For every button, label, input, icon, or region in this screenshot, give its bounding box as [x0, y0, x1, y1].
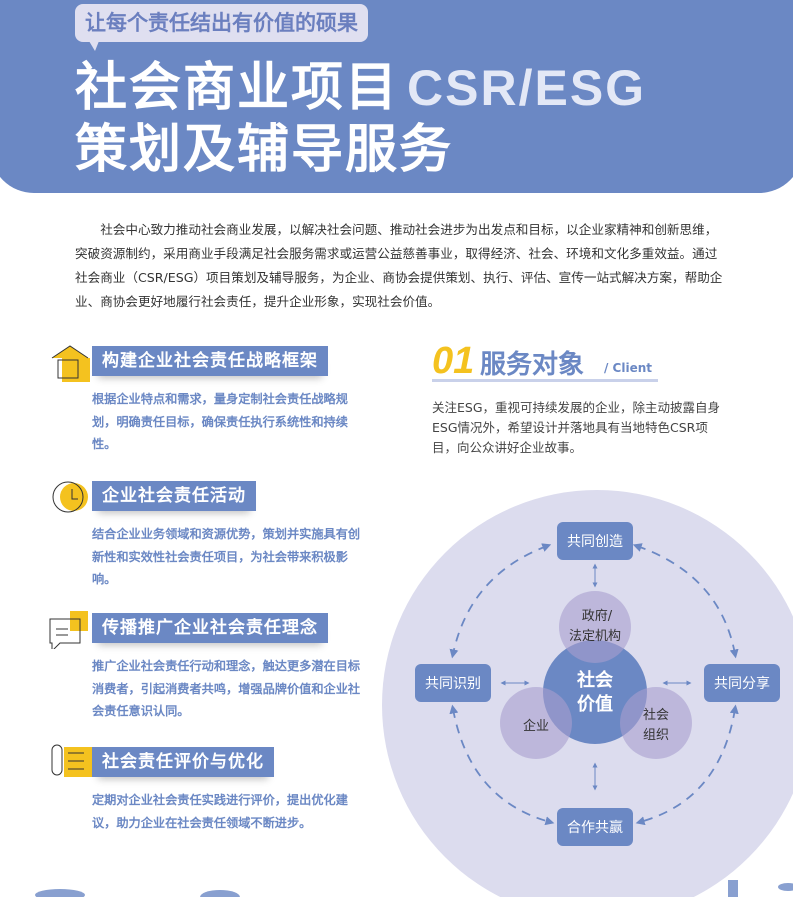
cycle-arrows — [449, 543, 739, 826]
label-winwin: 合作共赢 — [567, 819, 623, 836]
org-circle — [620, 687, 692, 759]
link-arrows — [500, 563, 692, 791]
box-share — [704, 664, 780, 702]
section-text: 定期对企业社会责任实践进行评价，提出优化建议，助力企业在社会责任领域不断进步。 — [92, 793, 348, 830]
section-title: 传播推广企业社会责任理念 — [92, 613, 328, 643]
label-share: 共同分享 — [714, 675, 770, 692]
section-text: 根据企业特点和需求，量身定制社会责任战略规划，明确责任目标，确保责任执行系统性和… — [92, 392, 348, 451]
gov-label-2: 法定机构 — [569, 629, 621, 644]
section-number: 01 — [432, 340, 475, 382]
skyline-decoration — [35, 880, 793, 897]
center-label-2: 价值 — [577, 693, 613, 715]
page-title-line2: 策划及辅导服务 — [75, 120, 454, 180]
center-label-1: 社会 — [577, 669, 613, 691]
client-heading: 01 服务对象 / Client — [432, 340, 658, 382]
title-zh: 社会商业项目 — [75, 58, 400, 118]
client-title: 服务对象 — [480, 350, 585, 380]
enterprise-circle — [500, 687, 572, 759]
box-create — [557, 522, 633, 560]
box-winwin — [557, 808, 633, 846]
document-icon — [51, 744, 92, 777]
gov-label-1: 政府/ — [582, 609, 613, 624]
house-icon — [51, 345, 90, 382]
section-text: 推广企业社会责任行动和理念，触达更多潜在目标消费者，引起消费者共鸣，增强品牌价值… — [92, 659, 361, 718]
box-identify — [415, 664, 491, 702]
org-label-2: 组织 — [643, 728, 669, 743]
enterprise-label: 企业 — [523, 718, 549, 734]
section-title: 企业社会责任活动 — [92, 481, 256, 511]
label-create: 共同创造 — [567, 534, 623, 550]
client-text: 关注ESG，重视可持续发展的企业，除主动披露自身ESG情况外，希望设计并落地具有… — [432, 400, 721, 455]
org-label-1: 社会 — [643, 707, 669, 723]
label-identify: 共同识别 — [425, 676, 481, 692]
section-title: 社会责任评价与优化 — [92, 747, 274, 777]
tagline-bubble: 让每个责任结出有价值的硕果 — [75, 4, 368, 51]
chat-icon — [49, 611, 88, 649]
section-text: 结合企业业务领域和资源优势，策划并实施具有创新性和实效性社会责任项目，为社会带来… — [92, 527, 361, 586]
clock-icon — [52, 481, 88, 513]
section-title: 构建企业社会责任战略框架 — [92, 346, 328, 376]
intro-paragraph: 社会中心致力推动社会商业发展，以解决社会问题、推动社会进步为出发点和目标，以企业… — [75, 222, 723, 309]
client-title-en: / Client — [604, 361, 653, 375]
gov-circle — [559, 591, 631, 663]
title-en: CSR/ESG — [407, 60, 647, 116]
